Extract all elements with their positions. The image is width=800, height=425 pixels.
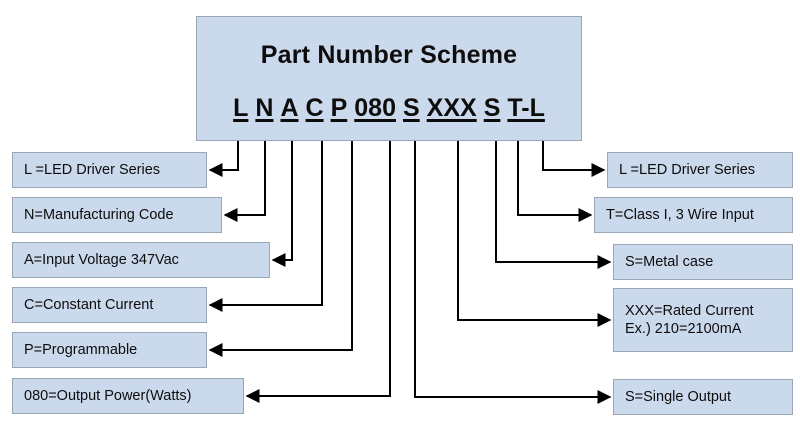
connector-right-3 [495, 141, 612, 269]
part-number-segment-0: L [233, 93, 249, 122]
connector-left-2 [223, 141, 266, 222]
right-label-2: S=Metal case [613, 244, 793, 280]
left-label-2-text: A=Input Voltage 347Vac [24, 251, 179, 268]
connector-right-2 [517, 141, 593, 222]
part-number-segment-9: T-L [507, 93, 545, 122]
right-label-4: S=Single Output [613, 379, 793, 415]
left-label-5-text: 080=Output Power(Watts) [24, 387, 192, 404]
left-label-5: 080=Output Power(Watts) [12, 378, 244, 414]
part-number-segment-8: S [483, 93, 501, 122]
left-label-3-text: C=Constant Current [24, 296, 154, 313]
part-number-segment-5: 080 [354, 93, 396, 122]
part-number-segment-1: N [255, 93, 274, 122]
part-number-segment-4: P [330, 93, 348, 122]
right-label-0-text: L =LED Driver Series [619, 161, 756, 178]
connector-right-5 [414, 141, 612, 404]
left-label-1: N=Manufacturing Code [12, 197, 222, 233]
connector-left-5 [208, 141, 353, 357]
part-number-segment-3: C [305, 93, 324, 122]
right-label-4-text: S=Single Output [625, 388, 732, 405]
left-label-2: A=Input Voltage 347Vac [12, 242, 270, 278]
right-label-1: T=Class I, 3 Wire Input [594, 197, 793, 233]
right-label-0: L =LED Driver Series [607, 152, 793, 188]
left-label-0: L =LED Driver Series [12, 152, 207, 188]
connector-left-3 [271, 141, 293, 267]
left-label-3: C=Constant Current [12, 287, 207, 323]
part-number-segment-7: XXX [426, 93, 477, 122]
right-label-1-text: T=Class I, 3 Wire Input [606, 206, 754, 223]
connector-left-6 [245, 141, 391, 403]
left-label-1-text: N=Manufacturing Code [24, 206, 174, 223]
part-number-segment-6: S [402, 93, 420, 122]
part-number-segment-2: A [280, 93, 299, 122]
right-label-3-text-line2: Ex.) 210=2100mA [625, 321, 742, 337]
left-label-4: P=Programmable [12, 332, 207, 368]
connector-right-4 [457, 141, 612, 327]
left-label-0-text: L =LED Driver Series [24, 161, 161, 178]
connector-left-4 [208, 141, 323, 312]
right-label-3-text: XXX=Rated Current [625, 302, 754, 319]
right-label-2-text: S=Metal case [625, 253, 714, 270]
page-title: Part Number Scheme [260, 40, 518, 69]
connector-left-1 [208, 141, 239, 177]
connector-right-1 [542, 141, 606, 177]
left-label-4-text: P=Programmable [24, 341, 138, 358]
